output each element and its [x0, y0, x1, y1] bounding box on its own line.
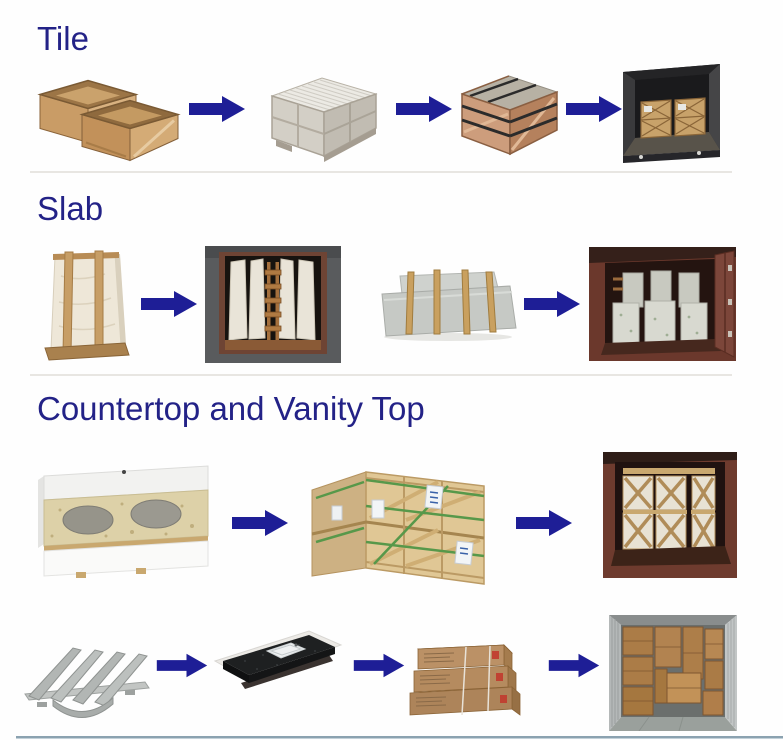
photo-tile-crate-packed: [262, 62, 385, 163]
section-heading-tile: Tile: [37, 20, 89, 57]
container-with-crates-illustration: [623, 64, 720, 163]
section-heading-countertop: Countertop and Vanity Top: [37, 390, 425, 427]
photo-tile-crates-in-container: [621, 56, 722, 163]
countertops-on-rack-illustration: [24, 647, 150, 718]
right-arrow-icon: [524, 289, 580, 319]
section-divider: [30, 171, 732, 173]
photo-empty-wooden-tile-crates: [30, 60, 186, 163]
photo-countertop-cartons-stacked: [404, 635, 540, 721]
right-arrow-icon: [189, 94, 245, 124]
crates-in-red-container-illustration: [603, 452, 737, 578]
slabs-in-dark-container-illustration: [205, 246, 341, 363]
green-strapped-crates-illustration: [311, 471, 485, 585]
photo-tile-crate-strapped: [454, 62, 565, 161]
photo-slab-bundle-wrapped: [35, 246, 134, 362]
photo-countertops-on-rack: [17, 638, 154, 723]
photo-countertop-crates-strapped: [308, 446, 491, 594]
right-arrow-icon: [141, 289, 197, 319]
right-arrow-icon: [231, 508, 289, 538]
right-arrow-icon: [396, 94, 452, 124]
packed-tile-crate-illustration: [270, 77, 378, 162]
slabs-in-red-container-illustration: [589, 247, 736, 361]
photo-slab-bundle-strapped: [376, 264, 520, 342]
strapped-slab-bundle-illustration: [381, 269, 517, 341]
right-arrow-icon: [353, 652, 405, 679]
photo-vanity-top-in-foam-crate: [36, 448, 217, 584]
section-heading-slab: Slab: [37, 190, 104, 227]
photo-countertop-in-foam-tray: [211, 621, 345, 721]
right-arrow-icon: [156, 652, 208, 679]
photo-cartons-in-container: [609, 611, 737, 731]
photo-slab-bundles-in-container: [589, 245, 736, 364]
section-divider: [30, 374, 732, 376]
photo-slabs-braced-in-container: [205, 246, 341, 363]
carton-stack-illustration: [409, 644, 521, 716]
strapped-crate-illustration: [460, 75, 559, 156]
right-arrow-icon: [547, 652, 601, 679]
right-arrow-icon: [566, 94, 622, 124]
right-arrow-icon: [516, 508, 572, 538]
cartons-loaded-container-illustration: [609, 615, 737, 731]
vanity-top-crate-illustration: [38, 465, 209, 578]
wrapped-slab-bundle-illustration: [44, 250, 130, 361]
photo-countertop-crates-in-container: [603, 452, 737, 578]
black-countertop-illustration: [213, 630, 343, 689]
empty-wooden-crates-illustration: [37, 79, 181, 162]
page-bottom-rule: [16, 736, 783, 739]
